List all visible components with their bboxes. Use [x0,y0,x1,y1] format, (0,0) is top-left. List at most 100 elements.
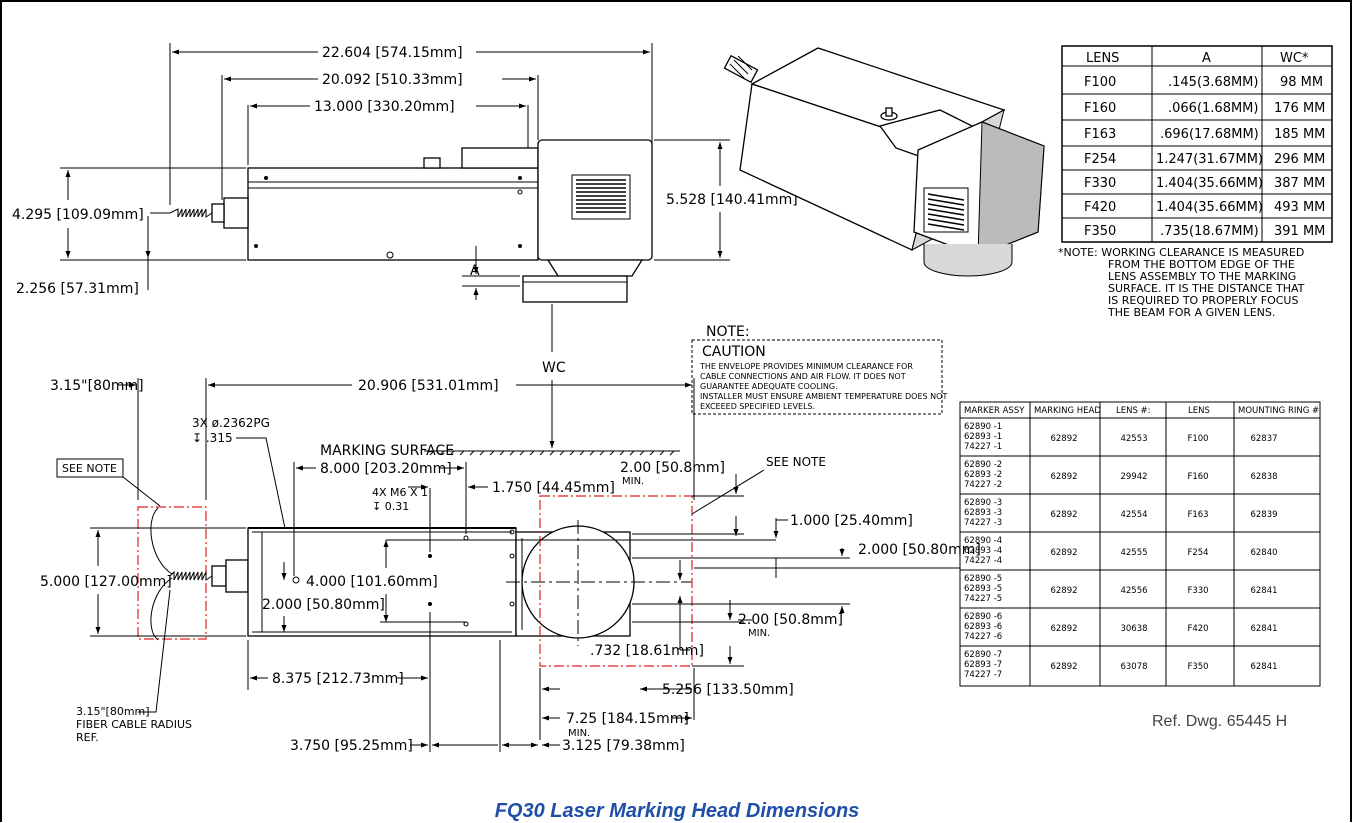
dim-725: 7.25 [184.15mm] [566,711,689,727]
assy-col-marker: MARKER ASSY [964,406,1025,416]
dim-top-len: 20.906 [531.01mm] [358,378,499,394]
assy-cell: 62892 [1050,662,1077,672]
lens-cell: 1.404(35.66MM) [1156,176,1263,191]
assy-marker-cell: 62893 -5 [964,584,1002,594]
assy-cell: 42555 [1120,548,1147,558]
lens-cell: 185 MM [1274,127,1325,142]
lens-cell: 493 MM [1274,200,1325,215]
wc-note-line: FROM THE BOTTOM EDGE OF THE [1108,258,1295,271]
assy-marker-cell: 62890 -1 [964,422,1002,432]
envelope-left [137,506,207,640]
m6-note-2: ↧ 0.31 [372,500,409,513]
caution-note: NOTE: CAUTION THE ENVELOPE PROVIDES MINI… [691,324,947,415]
dim-3750: 3.750 [95.25mm] [290,738,413,754]
assy-marker-cell: 74227 -7 [964,670,1002,680]
dim-3125: 3.125 [79.38mm] [562,738,685,754]
assy-col-lens: LENS [1188,406,1210,416]
assy-cell: 62839 [1250,510,1277,520]
lens [522,275,628,303]
lens-col-lens: LENS [1086,51,1119,66]
lens-cell: 391 MM [1274,224,1325,239]
assy-cell: 62841 [1250,662,1277,672]
fiber-note-3: REF. [76,731,99,744]
lens-col-a: A [1202,51,1211,66]
side-view: 22.604 [574.15mm] 20.092 [510.33mm] 13.0… [12,43,798,459]
assy-col-head: MARKING HEAD [1034,406,1101,416]
assy-cell: F330 [1187,586,1208,596]
min-label-top: MIN. [622,476,644,487]
dim-overall: 22.604 [574.15mm] [322,45,463,61]
lens-table: LENS A WC* F100 .145(3.68MM) 98 MM F160 … [1061,45,1333,243]
lens-cell: F100 [1084,75,1116,90]
assy-marker-cell: 62890 -6 [964,612,1002,622]
wc-note-line: THE BEAM FOR A GIVEN LENS. [1107,306,1275,319]
lens-cell: .066(1.68MM) [1168,101,1258,116]
laser-body [247,167,539,261]
lens-cell: 98 MM [1280,75,1323,90]
assy-cell: 62841 [1250,624,1277,634]
assy-marker-cell: 74227 -5 [964,594,1002,604]
dim-min200-bot: 2.00 [50.8mm] [738,612,843,628]
dim-8000: 8.000 [203.20mm] [320,461,452,477]
assy-cell: 29942 [1120,472,1147,482]
assy-table: MARKER ASSY MARKING HEAD LENS #: LENS MO… [959,401,1321,687]
dim-clearance-80: 3.15"[80mm] [50,378,144,394]
assy-col-ring: MOUNTING RING # [1238,406,1319,416]
dim-mid: 13.000 [330.20mm] [314,99,455,115]
assy-marker-cell: 74227 -2 [964,480,1002,490]
assy-cell: F254 [1187,548,1208,558]
wc-note-line: SURFACE. IT IS THE DISTANCE THAT [1108,282,1305,295]
caution-line: THE ENVELOPE PROVIDES MINIMUM CLEARANCE … [699,362,913,371]
dim-5000: 5.000 [127.00mm] [40,574,172,590]
assy-cell: F100 [1187,434,1208,444]
lens-cell: 1.247(31.67MM) [1156,152,1263,167]
assy-cell: 62841 [1250,586,1277,596]
dim-5256: 5.256 [133.50mm] [662,682,794,698]
assy-cell: F160 [1187,472,1208,482]
wc-note: *NOTE: WORKING CLEARANCE IS MEASURED FRO… [1058,246,1305,319]
assy-cell: 62892 [1050,586,1077,596]
lens-cell: 387 MM [1274,176,1325,191]
caution-label: CAUTION [702,344,766,360]
assy-marker-cell: 62890 -3 [964,498,1002,508]
lens-col-wc: WC* [1280,51,1309,66]
lens-cell: .735(18.67MM) [1160,224,1259,239]
note-heading: NOTE: [706,324,750,340]
dim-cable-height: 2.256 [57.31mm] [16,281,139,297]
assy-cell: 62892 [1050,472,1077,482]
dim-min200-top: 2.00 [50.8mm] [620,460,725,476]
assy-marker-cell: 74227 -4 [964,556,1002,566]
assy-marker-cell: 74227 -6 [964,632,1002,642]
assy-cell: 42553 [1120,434,1147,444]
dim-1750: 1.750 [44.45mm] [492,480,615,496]
lens-cell: F350 [1084,224,1116,239]
hole-note-2: ↧ .315 [192,431,233,445]
marking-surface-label: MARKING SURFACE [320,443,454,459]
assy-cell: F163 [1187,510,1208,520]
dim-height-right: 5.528 [140.41mm] [666,192,798,208]
assy-marker-cell: 62893 -6 [964,622,1002,632]
reference-drawing-number: Ref. Dwg. 65445 H [1152,713,1288,730]
lens-cell: F163 [1084,127,1116,142]
assy-marker-cell: 62890 -7 [964,650,1002,660]
assy-cell: 62892 [1050,624,1077,634]
wc-note-line: LENS ASSEMBLY TO THE MARKING [1108,270,1296,283]
wc-note-line: IS REQUIRED TO PROPERLY FOCUS [1108,294,1298,307]
assy-cell: 30638 [1120,624,1147,634]
caution-line: CABLE CONNECTIONS AND AIR FLOW. IT DOES … [700,372,906,381]
lens-cell: 1.404(35.66MM) [1156,200,1263,215]
assy-cell: 42554 [1120,510,1147,520]
see-note-left: SEE NOTE [62,462,117,475]
hole-note-1: 3X ø.2362PG [192,416,270,430]
assy-marker-cell: 74227 -1 [964,442,1002,452]
wc-note-line: *NOTE: WORKING CLEARANCE IS MEASURED [1058,246,1304,259]
dim-height-left: 4.295 [109.09mm] [12,207,144,223]
assy-marker-cell: 74227 -3 [964,518,1002,528]
dim-732: .732 [18.61mm] [590,643,704,659]
assy-cell: 62840 [1250,548,1277,558]
envelope-right [539,495,693,667]
assy-cell: F350 [1187,662,1208,672]
dim-2000-left: 2.000 [50.80mm] [262,597,385,613]
